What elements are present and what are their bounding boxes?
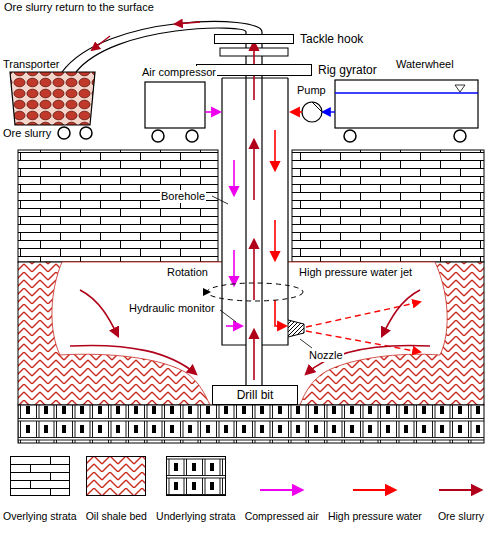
legend-item: High pressure water	[328, 456, 422, 523]
legend-swatch	[166, 456, 226, 496]
legend-swatch	[10, 456, 70, 496]
pipe-node: Tackle hook	[214, 34, 294, 44]
water-supply-arrow	[291, 111, 302, 113]
pipe-node: Drill bit	[212, 385, 298, 405]
ore-slurry-up-arrows	[253, 42, 255, 380]
cavity-slurry-arrows	[70, 290, 430, 374]
legend-text: Ore slurry	[438, 510, 484, 523]
legend-item: Overlying strata	[3, 456, 77, 523]
part-label: Rotation	[166, 266, 209, 279]
part-label: Air compressor	[141, 66, 217, 79]
legend-item: Underlying strata	[156, 456, 235, 523]
water-jets	[306, 302, 420, 352]
part-label: Waterwheel	[395, 58, 455, 71]
legend-text: High pressure water	[328, 510, 422, 523]
pump	[302, 102, 335, 122]
legend-text: Overlying strata	[3, 510, 77, 523]
legend: Overlying strata Oil shale bed Underlying …	[0, 456, 494, 523]
slurry-return-arrows	[92, 22, 200, 50]
overlying-strata	[292, 150, 484, 262]
part-label: Borehole	[160, 190, 206, 203]
part-label: Nozzle	[308, 349, 344, 362]
legend-item: Oil shale bed	[86, 456, 147, 523]
node-label: Rig gyrator	[317, 63, 378, 77]
high-pressure-water-arrows	[275, 130, 286, 326]
air-supply-arrow	[205, 111, 220, 113]
part-label: Ore slurry	[2, 127, 52, 140]
leader-lines	[212, 196, 312, 348]
nozzle	[288, 320, 304, 337]
part-label: Transporter	[2, 58, 60, 71]
legend-text: Compressed air	[245, 510, 319, 523]
legend-swatch	[252, 456, 312, 496]
legend-item: Ore slurry	[431, 456, 491, 523]
node-label: Tackle hook	[299, 32, 364, 46]
overlying-strata	[18, 150, 218, 262]
part-label: Hydraulic monitor	[128, 302, 216, 315]
underlying-strata	[18, 405, 484, 443]
part-label: Ore slurry return to the surface	[3, 1, 155, 14]
legend-swatch	[431, 456, 491, 496]
borehole-casing	[222, 32, 288, 385]
part-label: High pressure water jet	[298, 266, 413, 279]
legend-text: Underlying strata	[156, 510, 235, 523]
node-label: Drill bit	[213, 388, 297, 402]
legend-swatch	[345, 456, 405, 496]
rotation-indicator	[203, 283, 303, 301]
legend-item: Compressed air	[245, 456, 319, 523]
legend-text: Oil shale bed	[86, 510, 147, 523]
waterwheel	[335, 80, 478, 142]
legend-swatch	[86, 456, 146, 496]
air-compressor	[145, 82, 205, 142]
compressed-air-arrows	[226, 160, 242, 326]
part-label: Pump	[296, 84, 327, 97]
